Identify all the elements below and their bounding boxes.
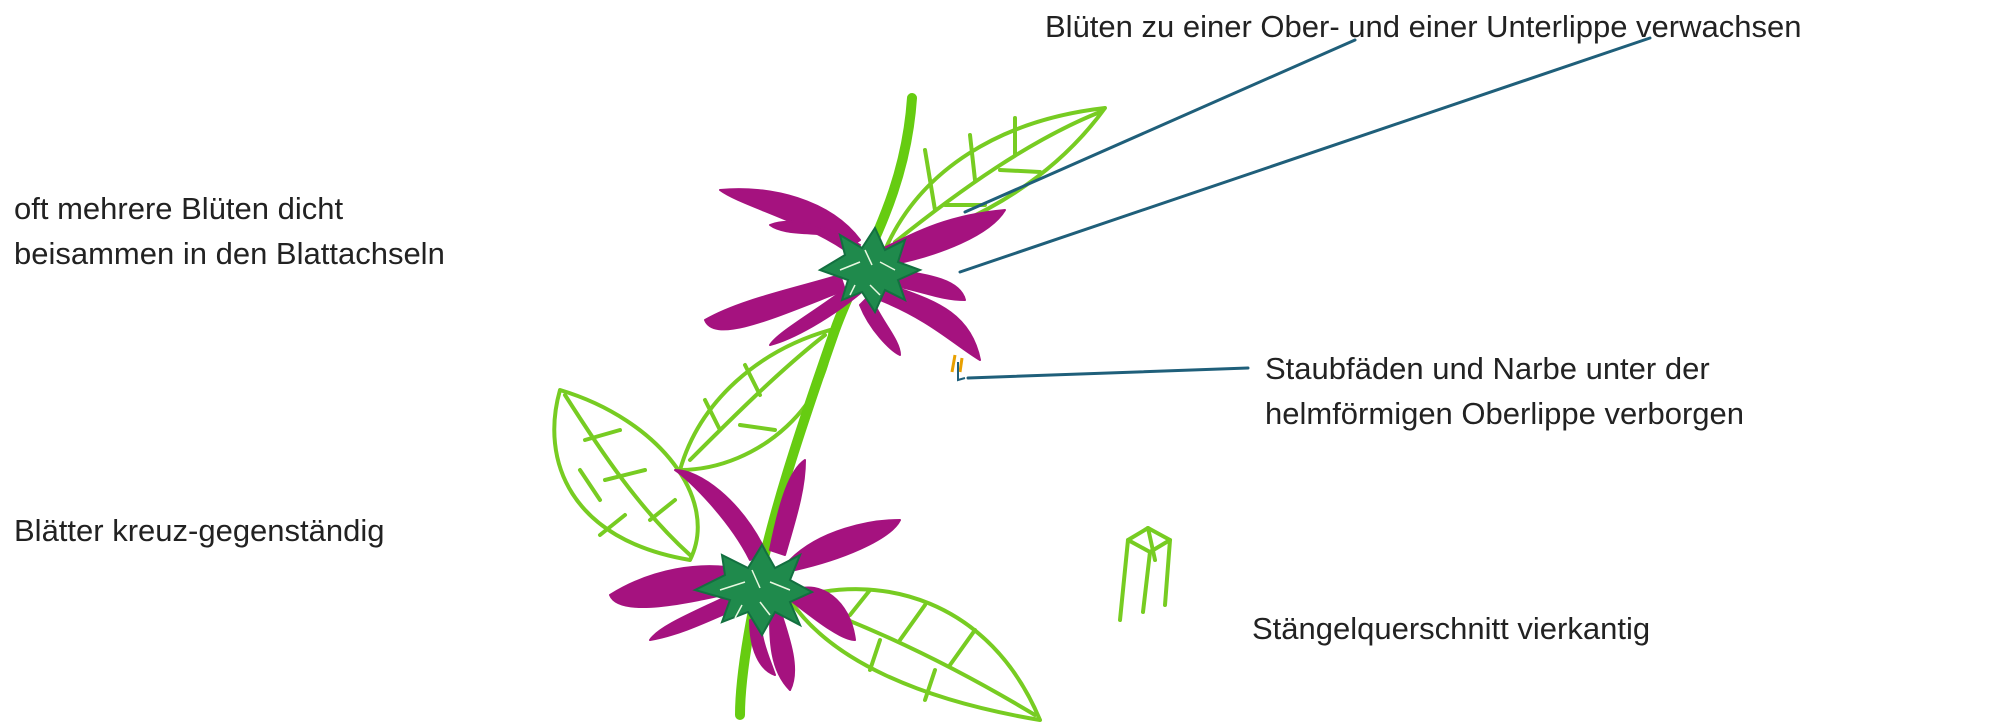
flower-upper (705, 189, 1005, 380)
leader-line-stamens (968, 368, 1248, 378)
leaf-middle-left (554, 390, 697, 560)
stem-cross-section-sketch (1120, 528, 1170, 620)
leader-lines (960, 38, 1650, 378)
leaf-upper-right (885, 108, 1105, 250)
flower-lower (610, 460, 900, 690)
